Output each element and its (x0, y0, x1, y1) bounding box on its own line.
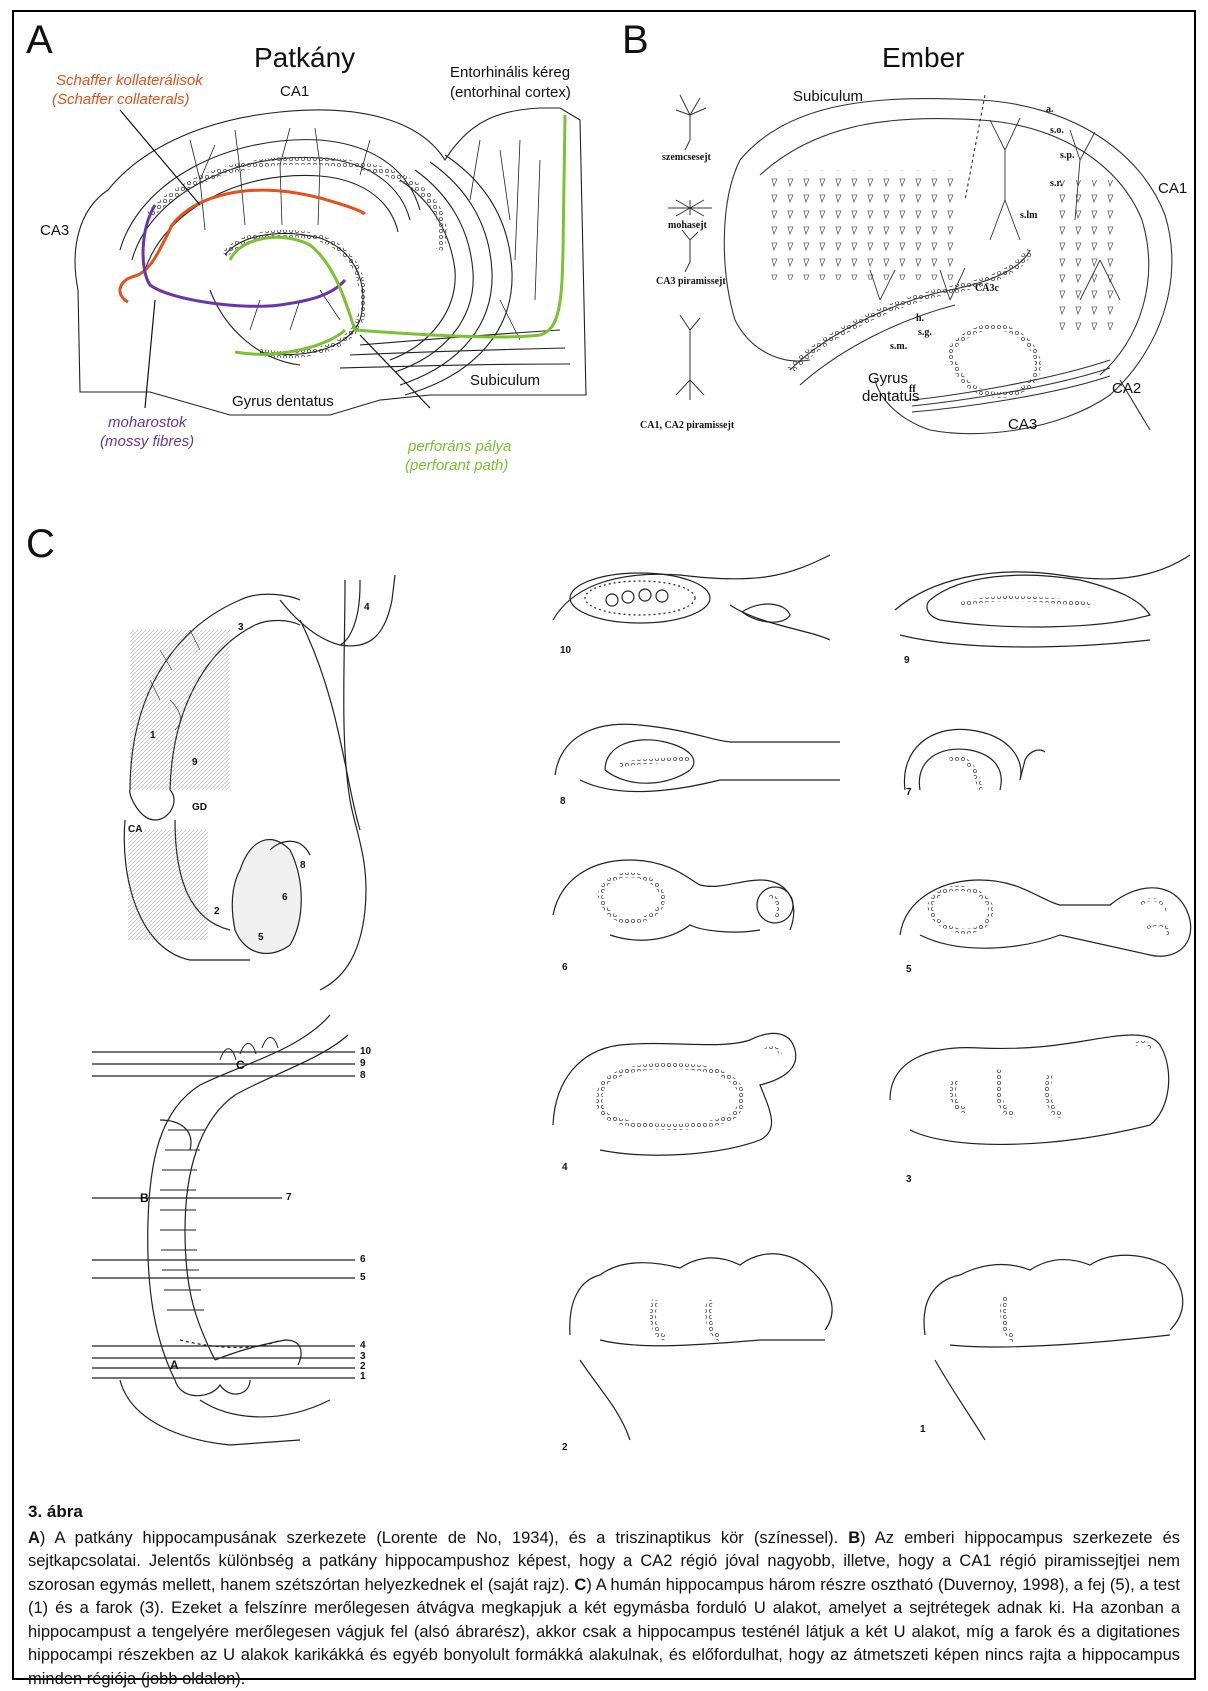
caption-title: 3. ábra (28, 1500, 1180, 1524)
layer-so-label: s.o. (1050, 125, 1064, 136)
c3d-label-8: 8 (300, 860, 306, 871)
ca1-label-a: CA1 (280, 83, 309, 100)
ff-label: ff (909, 384, 916, 395)
entorhinal-label-hu: Entorhinális kéreg (450, 64, 570, 81)
section-number-8: 8 (560, 796, 566, 807)
layer-sp-label: s.p. (1060, 150, 1074, 161)
c3d-label-5: 5 (258, 932, 264, 943)
subiculum-label-b: Subiculum (793, 88, 863, 105)
cell-label-ca3: CA3 piramissejt (656, 276, 726, 287)
schaffer-label-hu: Schaffer kollaterálisok (56, 72, 203, 89)
layer-h-label: h. (916, 313, 924, 324)
ca1-label-b: CA1 (1158, 180, 1187, 197)
caption-a-text: ) A patkány hippocampusának szerkezete (… (40, 1529, 848, 1547)
ca3c-label: CA3c (975, 283, 999, 294)
level-7: 7 (286, 1192, 292, 1203)
cell-label-mossy: mohasejt (668, 220, 707, 231)
level-4: 4 (360, 1340, 366, 1351)
panel-c-letter: C (26, 522, 55, 567)
caption-a-letter: A (28, 1529, 40, 1547)
level-6: 6 (360, 1254, 366, 1265)
c3d-label-gd: GD (192, 802, 207, 813)
section-number-4: 4 (562, 1162, 568, 1173)
caption-body: A) A patkány hippocampusának szerkezete … (28, 1527, 1180, 1691)
axis-region-c: C (236, 1058, 245, 1072)
hippocampus-axis-drawing (92, 1015, 355, 1445)
c3d-label-6: 6 (282, 892, 288, 903)
level-1: 1 (360, 1371, 366, 1382)
perforant-label-hu: perforáns pálya (408, 438, 511, 455)
hippocampus-3d-drawing (124, 575, 395, 990)
panel-a-letter: A (26, 18, 53, 63)
mossy-label-en: (mossy fibres) (100, 433, 194, 450)
ca3-label-b: CA3 (1008, 416, 1037, 433)
cross-sections-drawing (553, 555, 1191, 1440)
level-9: 9 (360, 1058, 366, 1069)
section-number-10: 10 (560, 645, 571, 656)
layer-a-label: a. (1046, 104, 1054, 115)
ca2-label-b: CA2 (1112, 380, 1141, 397)
panel-b-title: Ember (882, 42, 964, 74)
caption-b-letter: B (848, 1529, 860, 1547)
human-hippocampus-drawing (668, 95, 1172, 434)
section-number-6: 6 (562, 962, 568, 973)
c3d-label-4: 4 (364, 602, 370, 613)
c3d-label-3: 3 (238, 622, 244, 633)
level-5: 5 (360, 1272, 366, 1283)
panel-a-title: Patkány (254, 42, 355, 74)
c3d-label-2: 2 (214, 906, 220, 917)
layer-sg-label: s.g. (918, 327, 932, 338)
cell-label-granule: szemcsesejt (662, 152, 711, 163)
caption-c-letter: C (574, 1576, 586, 1594)
gyrus-dentatus-label-a: Gyrus dentatus (232, 393, 334, 410)
axis-region-b: B (140, 1191, 149, 1205)
perforant-label-en: (perforant path) (405, 457, 508, 474)
section-number-2: 2 (562, 1442, 568, 1453)
entorhinal-label-en: (entorhinal cortex) (450, 84, 571, 101)
cell-label-ca1-ca2: CA1, CA2 piramissejt (640, 420, 734, 431)
mossy-fibre-path (143, 205, 345, 306)
layer-sm-label: s.m. (890, 341, 907, 352)
c3d-label-9: 9 (192, 757, 198, 768)
mossy-label-hu: moharostok (108, 414, 186, 431)
c3d-label-1: 1 (150, 730, 156, 741)
layer-sr-label: s.r. (1050, 178, 1062, 189)
figure-caption: 3. ábra A) A patkány hippocampusának sze… (28, 1500, 1180, 1691)
axis-region-a: A (170, 1358, 179, 1372)
section-number-5: 5 (906, 964, 912, 975)
panel-b-letter: B (622, 18, 649, 63)
section-number-1: 1 (920, 1424, 926, 1435)
section-number-9: 9 (904, 655, 910, 666)
level-8: 8 (360, 1070, 366, 1081)
c3d-label-ca: CA (128, 824, 142, 835)
schaffer-label-en: (Schaffer collaterals) (52, 91, 190, 108)
gyrus-label-b-1: Gyrus (868, 370, 908, 387)
section-number-7: 7 (906, 787, 912, 798)
ca3-label-a: CA3 (40, 222, 69, 239)
section-number-3: 3 (906, 1174, 912, 1185)
layer-slm-label: s.lm (1020, 210, 1038, 221)
level-10: 10 (360, 1046, 371, 1057)
subiculum-label-a: Subiculum (470, 372, 540, 389)
